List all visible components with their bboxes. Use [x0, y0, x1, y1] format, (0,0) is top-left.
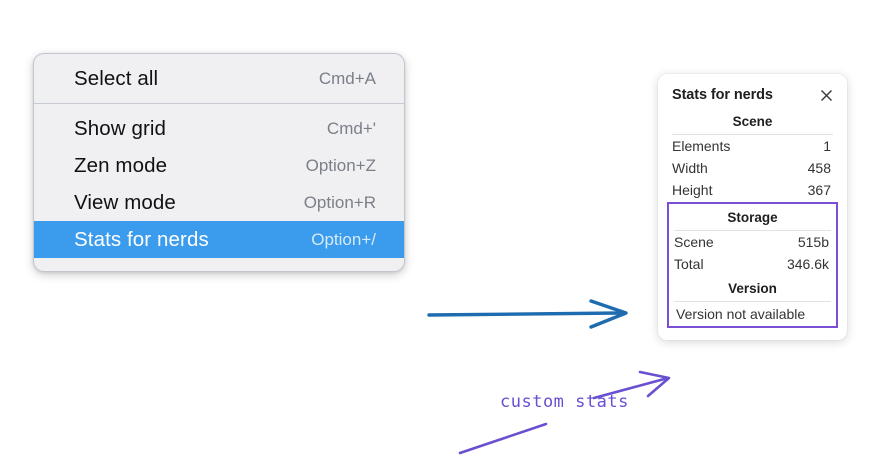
- stats-for-nerds-panel: Stats for nerds Scene Elements 1 Width 4…: [658, 74, 847, 340]
- purple-underline-annotation: [458, 422, 548, 455]
- stat-row: Width 458: [670, 157, 835, 179]
- stats-section-version: Version Version not available: [672, 275, 833, 324]
- menu-item-view-mode[interactable]: View mode Option+R: [34, 184, 404, 221]
- version-note: Version not available: [676, 306, 806, 322]
- stats-section-storage: Storage Scene 515b Total 346.6k: [672, 204, 833, 275]
- stat-key: Scene: [674, 234, 714, 250]
- stat-key: Width: [672, 160, 708, 176]
- stats-section-scene: Scene Elements 1 Width 458 Height 367: [670, 108, 835, 201]
- stat-value: 1: [823, 138, 831, 154]
- section-divider: [674, 230, 831, 231]
- stat-row: Height 367: [670, 179, 835, 201]
- handwritten-annotation-label: custom stats: [500, 392, 629, 412]
- section-divider: [672, 134, 833, 135]
- stat-row: Total 346.6k: [672, 253, 833, 275]
- section-heading: Version: [728, 281, 777, 296]
- stat-value: 367: [807, 182, 831, 198]
- menu-group-select: Select all Cmd+A: [34, 54, 404, 103]
- section-divider: [674, 301, 831, 302]
- menu-item-label: Zen mode: [74, 153, 168, 177]
- menu-group-view: Show grid Cmd+' Zen mode Option+Z View m…: [34, 104, 404, 271]
- close-icon[interactable]: [817, 86, 835, 104]
- stat-row: Elements 1: [670, 135, 835, 157]
- blue-arrow-annotation: [427, 299, 628, 329]
- section-heading: Storage: [727, 210, 778, 225]
- section-heading: Scene: [732, 114, 773, 129]
- menu-separator: [34, 103, 404, 104]
- menu-item-shortcut: Option+/: [311, 229, 376, 249]
- stat-key: Elements: [672, 138, 731, 154]
- menu-item-stats-for-nerds[interactable]: Stats for nerds Option+/: [34, 221, 404, 258]
- custom-stats-highlight-box: Storage Scene 515b Total 346.6k Version …: [667, 202, 838, 328]
- menu-item-show-grid[interactable]: Show grid Cmd+': [34, 110, 404, 147]
- menu-item-shortcut: Cmd+A: [318, 68, 376, 88]
- stat-value: 346.6k: [786, 256, 829, 272]
- menu-item-label: Select all: [74, 66, 159, 90]
- stat-key: Height: [672, 182, 713, 198]
- stat-value: 515b: [797, 234, 829, 250]
- menu-item-zen-mode[interactable]: Zen mode Option+Z: [34, 147, 404, 184]
- menu-item-select-all[interactable]: Select all Cmd+A: [34, 60, 404, 97]
- stats-panel-title: Stats for nerds: [672, 87, 773, 103]
- menu-footer-spacer: [34, 258, 404, 271]
- stats-panel-header: Stats for nerds: [670, 86, 835, 108]
- menu-item-shortcut: Cmd+': [326, 118, 376, 138]
- stat-value: 458: [807, 160, 831, 176]
- menu-item-label: View mode: [74, 190, 176, 214]
- menu-item-shortcut: Option+Z: [305, 155, 376, 175]
- stat-row: Scene 515b: [672, 231, 833, 253]
- menu-item-shortcut: Option+R: [303, 192, 376, 212]
- context-menu: Select all Cmd+A Show grid Cmd+' Zen mod…: [33, 53, 405, 272]
- menu-item-label: Show grid: [74, 116, 167, 140]
- menu-item-label: Stats for nerds: [74, 227, 209, 251]
- stat-key: Total: [674, 256, 704, 272]
